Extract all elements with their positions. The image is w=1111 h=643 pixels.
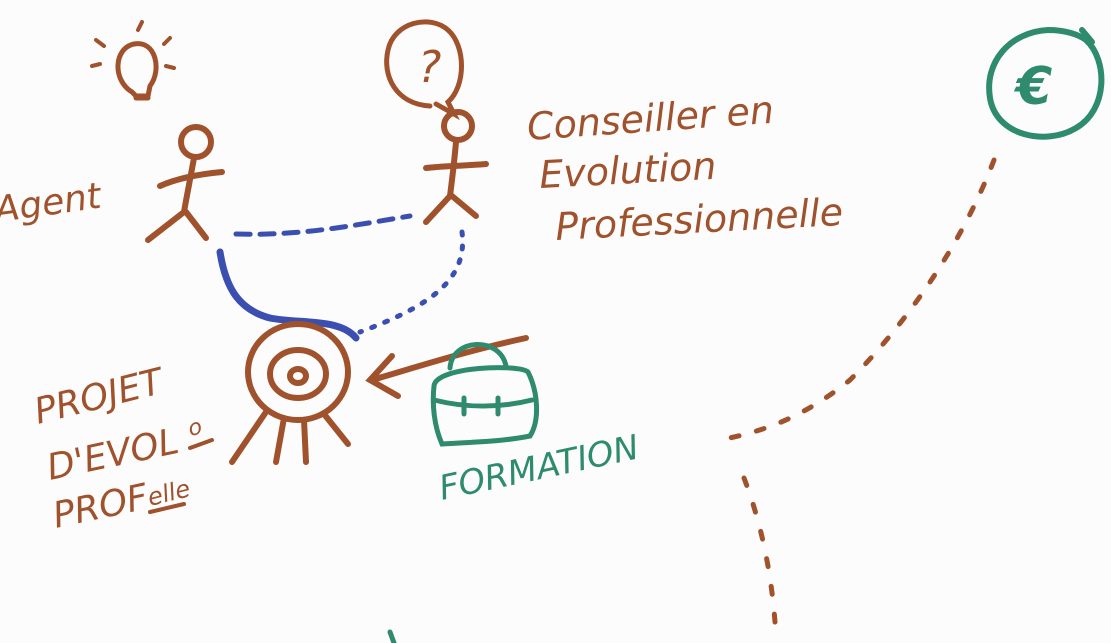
- agent-projet-link: [216, 248, 360, 342]
- conseiller-label-line1: Conseiller en: [526, 88, 776, 149]
- projet-underline-2: [148, 502, 186, 514]
- conseiller-figure: [423, 109, 489, 225]
- question-mark: ?: [418, 42, 441, 93]
- bottom-stroke: [387, 629, 397, 643]
- formation-label: FORMATION: [436, 427, 643, 508]
- projet-label-line2: D'EVOL: [43, 421, 182, 489]
- agent-figure: [145, 124, 225, 243]
- conseiller-label: Conseiller en Evolution Professionnelle: [526, 88, 845, 249]
- projet-label-line1: PROJET: [30, 361, 169, 433]
- agent-label: Agent: [0, 175, 105, 231]
- euro-coin-icon: €: [986, 26, 1105, 140]
- projet-underline-1: [188, 438, 214, 450]
- euro-formation-link: [717, 157, 997, 443]
- formation-down-link: [741, 475, 779, 639]
- question-bubble-icon: [384, 19, 464, 121]
- projet-label: PROJET D'EVOL o PROF elle: [30, 361, 204, 537]
- agent-conseiller-link: [233, 213, 413, 237]
- target-icon: [229, 321, 351, 465]
- formation-arrow: [365, 335, 529, 399]
- lightbulb-icon: [90, 20, 176, 101]
- conseiller-projet-link: [357, 229, 466, 335]
- euro-symbol: €: [1013, 57, 1052, 117]
- briefcase-icon: [430, 342, 540, 447]
- conseiller-label-line3: Professionnelle: [554, 190, 844, 249]
- projet-label-line2-sup: o: [186, 415, 204, 442]
- conseiller-label-line2: Evolution: [538, 144, 717, 197]
